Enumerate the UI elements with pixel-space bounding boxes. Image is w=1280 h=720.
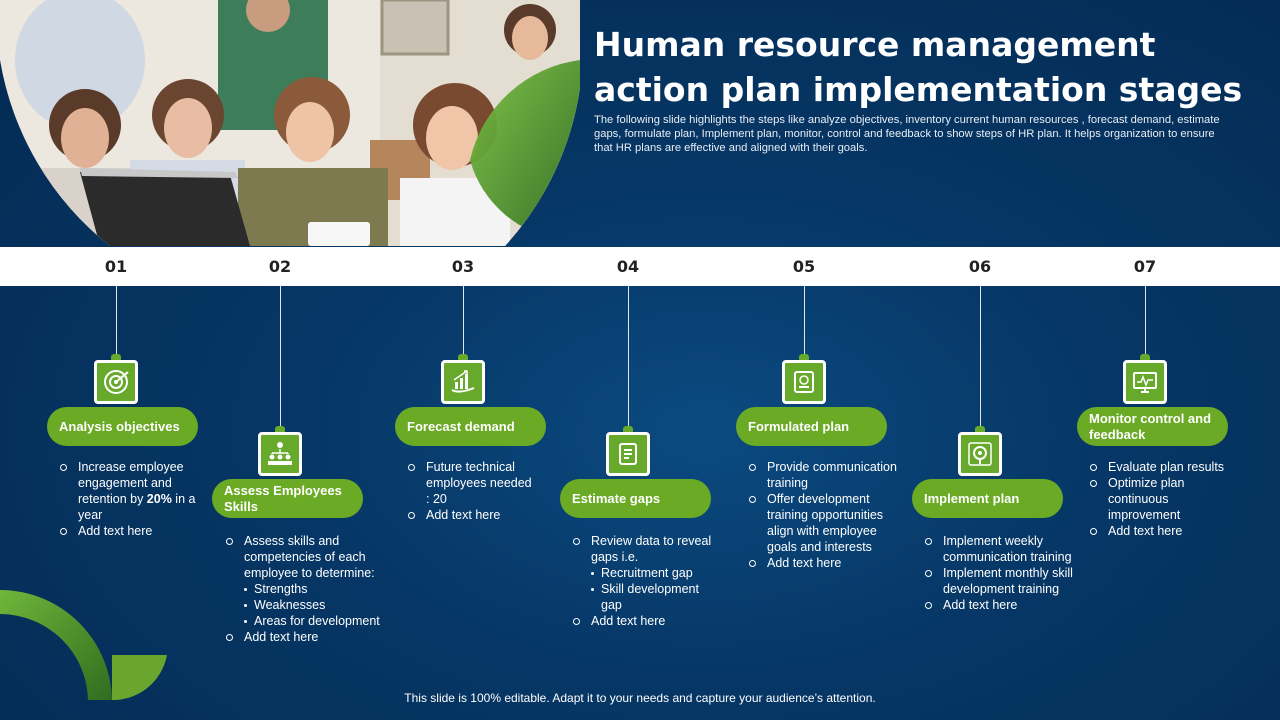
sub-bullet-item: Strengths [226,581,391,597]
stage-number: 01 [104,257,128,276]
growth-chart-icon [441,354,485,404]
bullet-item: Review data to reveal gaps i.e. [573,533,723,565]
stage-number: 04 [616,257,640,276]
connector-line [628,286,629,428]
stage-label: Estimate gaps [560,479,711,518]
footer-note: This slide is 100% editable. Adapt it to… [404,691,876,705]
bullet-item: Increase employee engagement and retenti… [60,459,200,523]
bullet-item: Add text here [408,507,538,523]
sub-bullet-item: Skill development gap [573,581,723,613]
bullet-item: Add text here [60,523,200,539]
stage-number: 02 [268,257,292,276]
bullet-item: Provide communication training [749,459,909,491]
stage-label: Implement plan [912,479,1063,518]
bullet-item: Add text here [226,629,391,645]
sub-bullet-item: Recruitment gap [573,565,723,581]
stage-number: 03 [451,257,475,276]
connector-line [804,286,805,356]
team-hierarchy-icon [258,426,302,476]
page-subtitle: The following slide highlights the steps… [594,114,1220,154]
sub-bullet-item: Areas for development [226,613,391,629]
stage-bullets: Assess skills and competencies of each e… [226,533,391,645]
connector-line [116,286,117,356]
stage-bullets: Increase employee engagement and retenti… [60,459,200,539]
stage-label: Assess Employees Skills [212,479,363,518]
stage-number: 07 [1133,257,1157,276]
bullet-item: Add text here [573,613,723,629]
connector-line [1145,286,1146,356]
bullet-item: Offer development training opportunities… [749,491,909,555]
bullet-item: Assess skills and competencies of each e… [226,533,391,581]
decorative-ring [0,590,167,700]
connector-line [280,286,281,428]
stage-label: Monitor control and feedback [1077,407,1228,446]
bullet-item: Add text here [1090,523,1240,539]
stage-label: Formulated plan [736,407,887,446]
connector-line [980,286,981,428]
bullet-item: Optimize plan continuous improvement [1090,475,1240,523]
target-icon [94,354,138,404]
bullet-item: Evaluate plan results [1090,459,1240,475]
stage-bullets: Review data to reveal gaps i.e.Recruitme… [573,533,723,629]
bullet-item: Add text here [925,597,1090,613]
timeline-band [0,247,1280,286]
plan-document-icon [782,354,826,404]
sub-bullet-item: Weaknesses [226,597,391,613]
monitor-chart-icon [1123,354,1167,404]
team-photo [0,0,580,246]
bullet-item: Add text here [749,555,909,571]
stage-number: 06 [968,257,992,276]
bullet-item: Future technical employees needed : 20 [408,459,538,507]
stage-number: 05 [792,257,816,276]
bullet-item: Implement monthly skill development trai… [925,565,1090,597]
stage-label: Forecast demand [395,407,546,446]
stage-label: Analysis objectives [47,407,198,446]
connector-line [463,286,464,356]
checklist-icon [606,426,650,476]
brain-gear-icon [958,426,1002,476]
page-title: Human resource management action plan im… [594,25,1243,109]
bullet-item: Implement weekly communication training [925,533,1090,565]
